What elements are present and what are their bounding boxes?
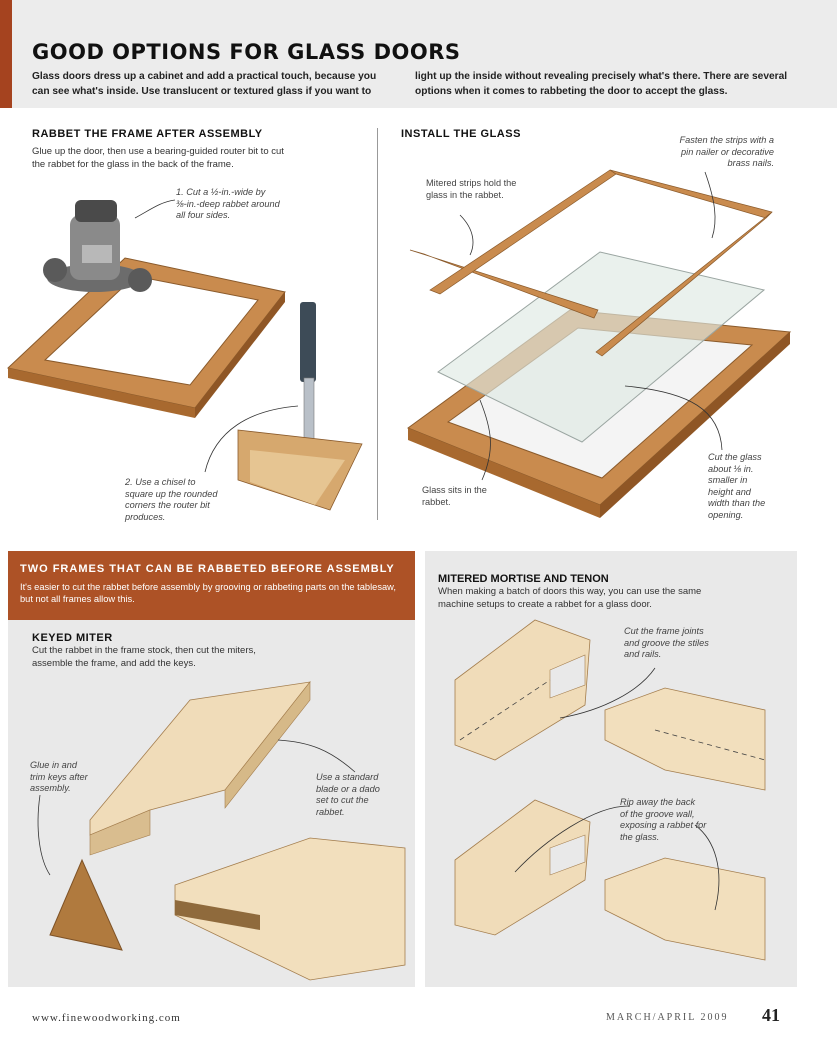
page-title: GOOD OPTIONS FOR GLASS DOORS	[32, 40, 461, 64]
two-frames-heading: TWO FRAMES THAT CAN BE RABBETED BEFORE A…	[20, 563, 395, 575]
page-number: 41	[762, 1005, 780, 1025]
keyed-miter-heading: KEYED MITER	[32, 632, 113, 644]
mortise-tenon-body: When making a batch of doors this way, y…	[438, 586, 702, 610]
install-glass-heading: INSTALL THE GLASS	[401, 128, 521, 140]
footer-date: MARCH/APRIL 2009	[606, 1012, 729, 1023]
glass-install-illustration	[406, 169, 792, 518]
two-frames-subtext: It's easier to cut the rabbet before ass…	[20, 582, 396, 604]
keyed-miter-illustration	[37, 681, 406, 981]
intro-left: Glass doors dress up a cabinet and add a…	[32, 71, 377, 97]
router-frame-illustration	[6, 199, 363, 511]
mortise-tenon-heading: MITERED MORTISE AND TENON	[438, 573, 609, 585]
two-frames-banner	[8, 551, 415, 620]
header-band	[0, 0, 837, 108]
mortise-tenon-illustration	[454, 619, 766, 961]
header-accent-bar	[0, 0, 12, 108]
footer-url: www.finewoodworking.com	[32, 1012, 181, 1024]
rabbet-after-body: Glue up the door, then use a bearing-gui…	[32, 146, 284, 170]
keyed-miter-body: Cut the rabbet in the frame stock, then …	[32, 645, 256, 669]
column-divider	[377, 128, 378, 520]
rabbet-after-heading: RABBET THE FRAME AFTER ASSEMBLY	[32, 128, 263, 140]
intro-right: light up the inside without revealing pr…	[415, 71, 788, 97]
